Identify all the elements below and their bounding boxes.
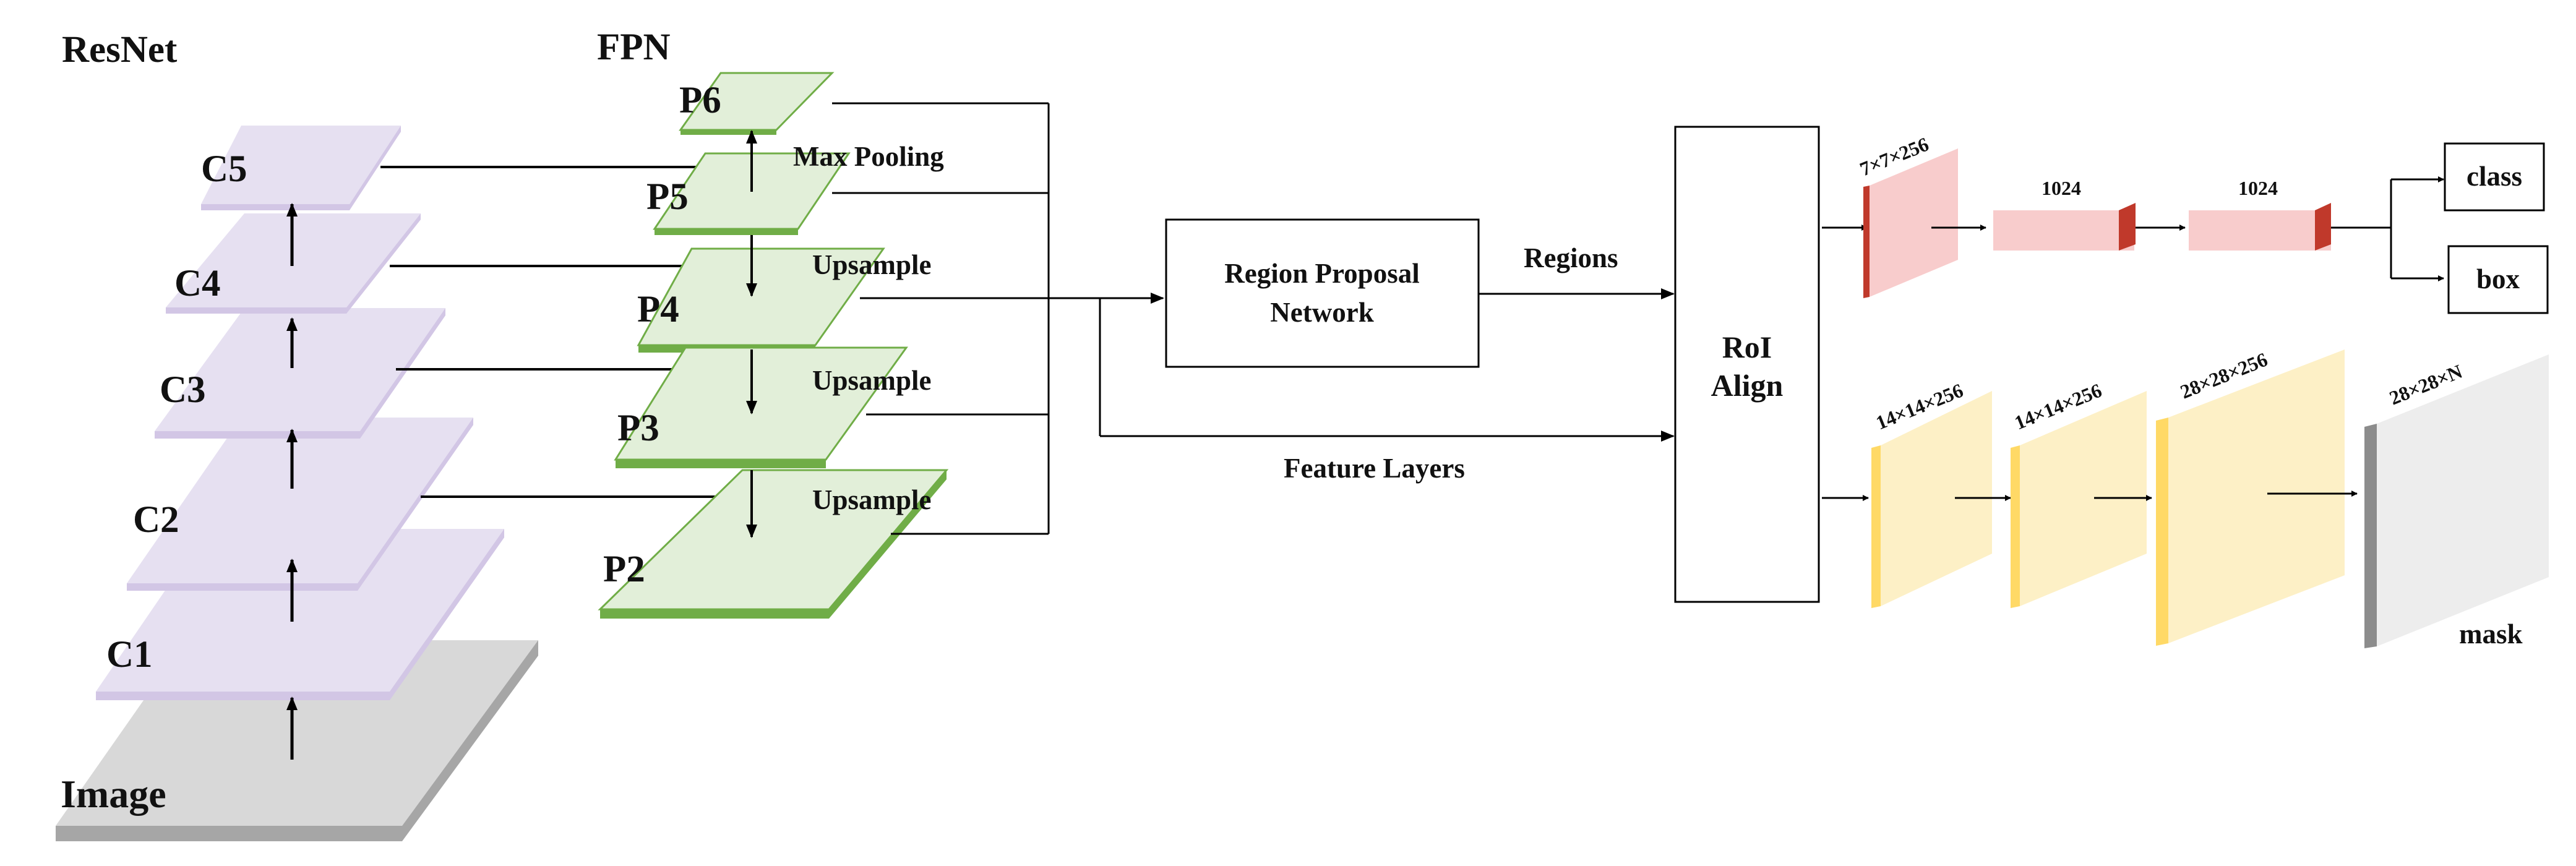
c5-label: C5 (201, 148, 247, 190)
fpn-title: FPN (597, 27, 671, 68)
fpn-collector-lines (832, 102, 1101, 535)
c5-layer (201, 126, 401, 210)
feature-layers-label: Feature Layers (1284, 453, 1465, 484)
upsample-label-1: Upsample (812, 249, 932, 280)
c3-layer (155, 308, 445, 439)
roi-align-box (1674, 126, 1820, 603)
p6-label: P6 (679, 80, 721, 121)
box-output-box (2447, 245, 2549, 314)
c2-layer (127, 418, 473, 591)
c4-label: C4 (174, 263, 221, 304)
fc2-layer (2189, 203, 2331, 251)
class-output-box (2444, 142, 2545, 212)
fc1-dim-label: 1024 (2041, 177, 2081, 199)
mask-deconv-28x28x256 (2156, 349, 2345, 646)
c1-label: C1 (106, 634, 153, 675)
box-head-output-branches (2331, 179, 2392, 278)
p3-layer (614, 346, 908, 468)
resnet-title: ResNet (62, 29, 178, 71)
box-output-label: box (2476, 264, 2520, 294)
roi-label-line2: Align (1711, 368, 1784, 403)
class-output-label: class (2467, 161, 2522, 192)
mask-output-label: mask (2459, 619, 2523, 650)
mask-conv2-14x14x256 (2011, 391, 2147, 608)
p2-label: P2 (603, 549, 645, 590)
upsample-label-3: Upsample (812, 484, 932, 515)
fc2-dim-label: 1024 (2238, 177, 2278, 199)
p3-label: P3 (617, 408, 659, 449)
p2-layer (598, 469, 949, 619)
p4-label: P4 (637, 289, 679, 330)
roi-label-line1: RoI (1722, 330, 1772, 364)
roi-feature-7x7x256 (1863, 148, 1958, 298)
p5-label: P5 (646, 176, 689, 218)
fc1-layer (1993, 203, 2136, 251)
image-label: Image (61, 772, 166, 816)
c2-label: C2 (133, 499, 179, 541)
rpn-box (1165, 218, 1480, 368)
max-pooling-label: Max Pooling (793, 141, 944, 172)
regions-label: Regions (1524, 242, 1618, 273)
upsample-label-2: Upsample (812, 365, 932, 396)
c3-label: C3 (160, 369, 206, 411)
mask-output-28x28xN (2364, 354, 2549, 648)
rpn-label-line1: Region Proposal (1224, 258, 1419, 289)
mask-conv1-14x14x256 (1871, 391, 1992, 608)
rpn-label-line2: Network (1270, 297, 1373, 328)
